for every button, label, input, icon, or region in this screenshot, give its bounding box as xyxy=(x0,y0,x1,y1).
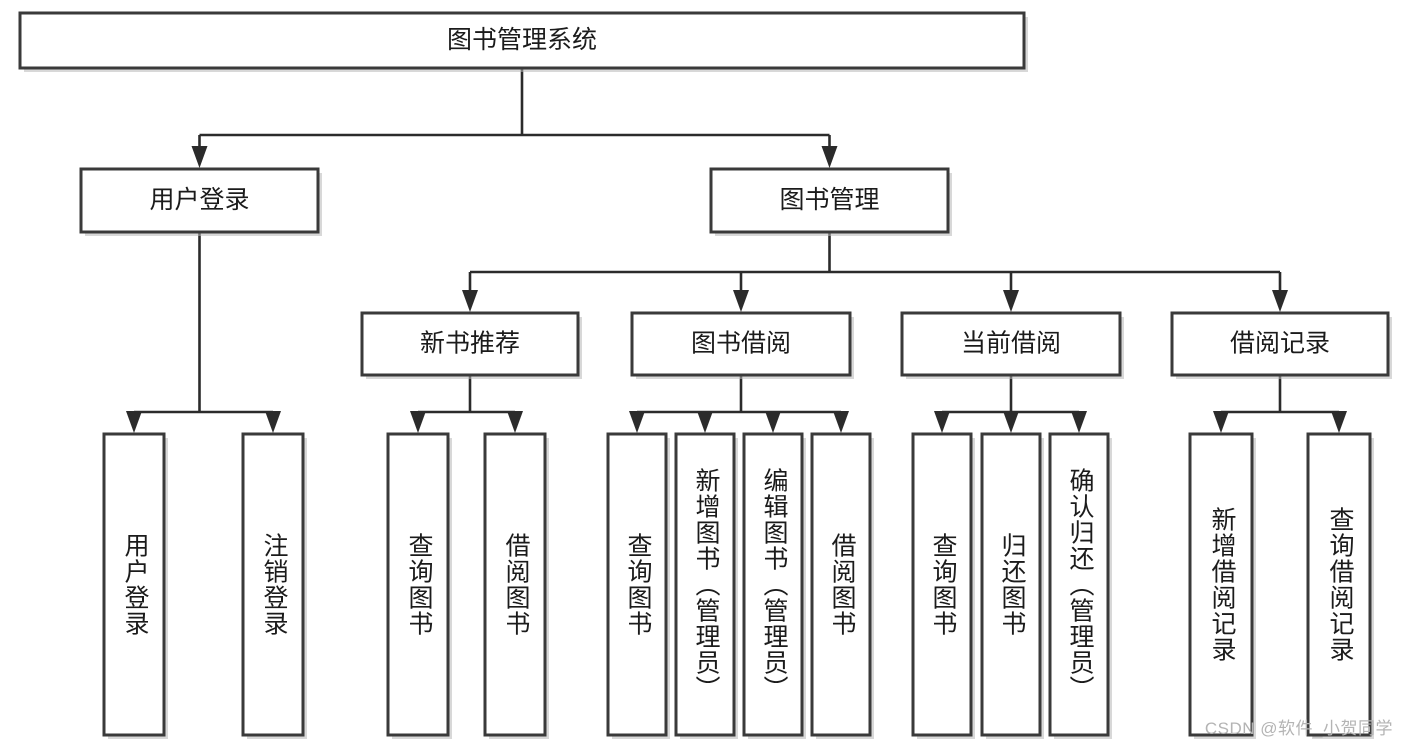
node-rect[interactable] xyxy=(102,432,166,737)
node-label: 注销登录 xyxy=(260,533,289,637)
node-label: 借阅记录 xyxy=(1230,330,1330,358)
connector-layer xyxy=(126,68,1347,433)
arrow-head-icon xyxy=(1213,411,1229,433)
node-rect[interactable] xyxy=(79,167,320,234)
node-level3-2[interactable]: 当前借阅 xyxy=(900,311,1124,379)
node-label: 新增借阅记录 xyxy=(1208,507,1237,663)
node-label: 借阅图书 xyxy=(502,533,531,637)
node-label: 归还图书 xyxy=(998,533,1027,637)
node-leaf-2[interactable]: 查询图书 xyxy=(386,432,452,739)
arrow-head-icon xyxy=(126,411,142,433)
arrow-head-icon xyxy=(265,411,281,433)
node-leaf-1[interactable]: 注销登录 xyxy=(241,432,307,739)
node-label: 查询借阅记录 xyxy=(1326,507,1355,663)
node-leaf-0[interactable]: 用户登录 xyxy=(102,432,168,739)
node-leaf-3[interactable]: 借阅图书 xyxy=(483,432,549,739)
node-rect[interactable] xyxy=(1188,432,1254,737)
node-leaf-6[interactable]: 编辑图书（管理员） xyxy=(742,432,806,739)
node-label: 编辑图书（管理员） xyxy=(760,468,789,702)
arrow-head-icon xyxy=(629,411,645,433)
node-rect[interactable] xyxy=(709,167,950,234)
arrow-head-icon xyxy=(1071,411,1087,433)
arrow-head-icon xyxy=(733,290,749,312)
node-label: 确认归还（管理员） xyxy=(1066,468,1095,702)
arrow-head-icon xyxy=(697,411,713,433)
node-rect[interactable] xyxy=(360,311,580,377)
node-label: 当前借阅 xyxy=(961,330,1061,358)
node-level2-1[interactable]: 图书管理 xyxy=(709,167,952,236)
node-level3-3[interactable]: 借阅记录 xyxy=(1170,311,1392,379)
node-label: 查询图书 xyxy=(405,533,434,637)
node-leaf-11[interactable]: 新增借阅记录 xyxy=(1188,432,1256,739)
node-label: 新书推荐 xyxy=(420,330,520,358)
node-level3-1[interactable]: 图书借阅 xyxy=(630,311,854,379)
node-leaf-8[interactable]: 查询图书 xyxy=(911,432,975,739)
node-leaf-12[interactable]: 查询借阅记录 xyxy=(1306,432,1374,739)
arrow-head-icon xyxy=(833,411,849,433)
node-rect[interactable] xyxy=(1048,432,1110,737)
node-leaf-7[interactable]: 借阅图书 xyxy=(810,432,874,739)
node-label: 图书管理 xyxy=(779,186,879,214)
node-rect[interactable] xyxy=(241,432,305,737)
node-rect[interactable] xyxy=(980,432,1042,737)
node-leaf-9[interactable]: 归还图书 xyxy=(980,432,1044,739)
node-label: 新增图书（管理员） xyxy=(692,468,721,702)
node-level3-0[interactable]: 新书推荐 xyxy=(360,311,582,379)
node-leaf-10[interactable]: 确认归还（管理员） xyxy=(1048,432,1112,739)
arrow-head-icon xyxy=(462,290,478,312)
arrow-head-icon xyxy=(821,146,838,168)
node-layer: 图书管理系统用户登录图书管理新书推荐图书借阅当前借阅借阅记录用户登录注销登录查询… xyxy=(18,11,1392,739)
arrow-head-icon xyxy=(934,411,950,433)
node-root-0[interactable]: 图书管理系统 xyxy=(18,11,1028,72)
node-rect[interactable] xyxy=(1170,311,1390,377)
node-label: 用户登录 xyxy=(149,186,249,214)
node-label: 查询图书 xyxy=(624,533,653,637)
node-leaf-4[interactable]: 查询图书 xyxy=(606,432,670,739)
arrow-head-icon xyxy=(191,146,208,168)
node-label: 图书借阅 xyxy=(691,330,791,358)
node-rect[interactable] xyxy=(630,311,852,377)
node-label: 借阅图书 xyxy=(828,533,857,637)
node-rect[interactable] xyxy=(674,432,736,737)
arrow-head-icon xyxy=(1003,411,1019,433)
arrow-head-icon xyxy=(765,411,781,433)
arrow-head-icon xyxy=(1331,411,1347,433)
node-rect[interactable] xyxy=(1306,432,1372,737)
node-rect[interactable] xyxy=(18,11,1026,70)
arrow-head-icon xyxy=(1003,290,1019,312)
arrow-head-icon xyxy=(507,411,523,433)
node-label: 图书管理系统 xyxy=(447,26,597,54)
node-rect[interactable] xyxy=(900,311,1122,377)
node-label: 用户登录 xyxy=(121,533,150,637)
node-rect[interactable] xyxy=(810,432,872,737)
node-rect[interactable] xyxy=(386,432,450,737)
arrow-head-icon xyxy=(1272,290,1288,312)
node-leaf-5[interactable]: 新增图书（管理员） xyxy=(674,432,738,739)
node-rect[interactable] xyxy=(911,432,973,737)
arrow-head-icon xyxy=(410,411,426,433)
csdn-watermark: CSDN @软件_小贺同学 xyxy=(1204,719,1393,738)
node-rect[interactable] xyxy=(483,432,547,737)
node-rect[interactable] xyxy=(742,432,804,737)
node-rect[interactable] xyxy=(606,432,668,737)
node-label: 查询图书 xyxy=(929,533,958,637)
node-level2-0[interactable]: 用户登录 xyxy=(79,167,322,236)
